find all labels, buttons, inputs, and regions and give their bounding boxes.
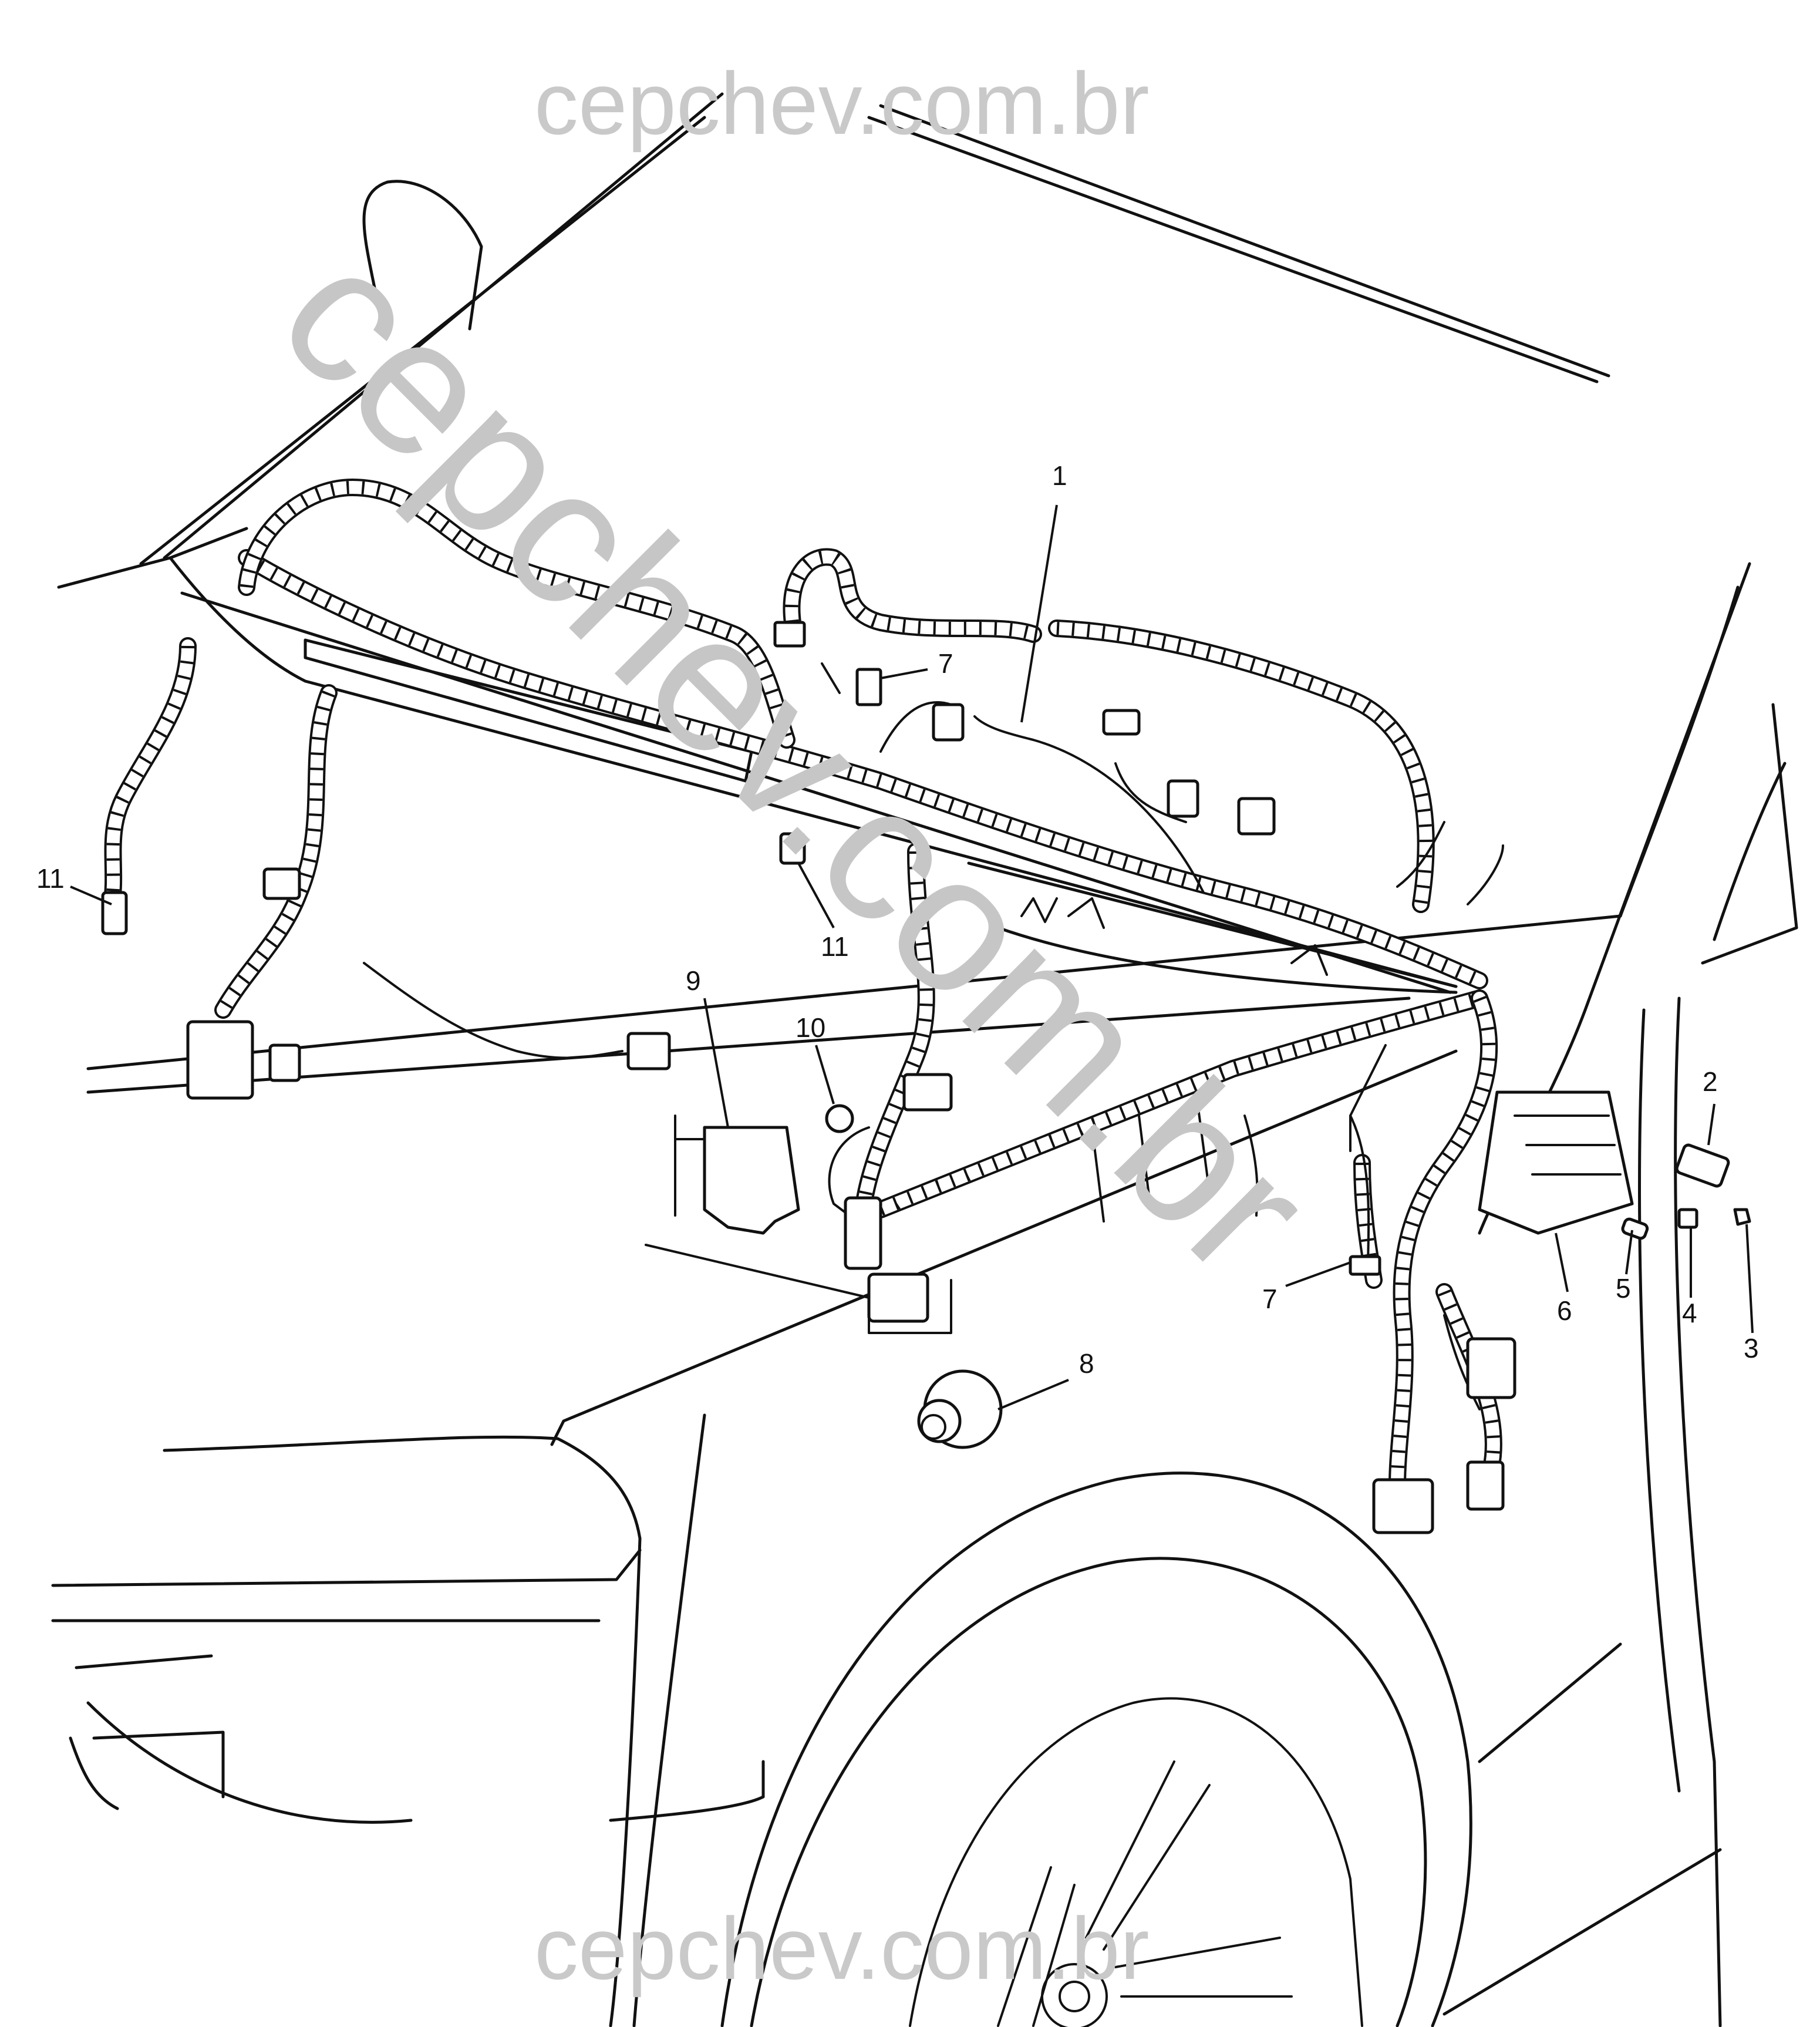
connector-lower-center xyxy=(844,1196,882,1270)
callout-11-mid: 11 xyxy=(821,931,849,962)
callout-2: 2 xyxy=(1703,1066,1718,1097)
callout-10: 10 xyxy=(796,1012,825,1043)
callout-labels: 1 2 3 4 5 6 7 7 8 9 10 11 11 xyxy=(36,460,1759,1379)
connector-lower-left xyxy=(186,1020,254,1100)
connector-7-top xyxy=(855,668,882,706)
connectors xyxy=(101,621,1751,1534)
connector-harness-clip xyxy=(902,1073,953,1112)
bracket-9 xyxy=(703,1126,800,1235)
watermark-top: cepchev.com.br xyxy=(534,54,1150,153)
callout-3: 3 xyxy=(1744,1333,1759,1363)
fuse-block-6 xyxy=(1478,1090,1634,1235)
connector-11-mid xyxy=(779,832,806,865)
callout-leaders xyxy=(70,504,1754,1410)
fuse-4 xyxy=(1677,1208,1698,1229)
front-wheel xyxy=(909,1697,1363,2027)
connector-mid-left xyxy=(626,1032,671,1070)
connector-1 xyxy=(932,703,965,742)
callout-9: 9 xyxy=(686,965,701,996)
fuse-3 xyxy=(1733,1208,1751,1226)
connector-lower-right-b xyxy=(1372,1478,1434,1534)
connector-upper-right-a xyxy=(1102,709,1141,736)
cowl-panel xyxy=(86,556,1458,1094)
engine-harness-main xyxy=(103,479,1502,1494)
fuse-2 xyxy=(1675,1143,1730,1188)
callout-7-lower: 7 xyxy=(1262,1284,1278,1314)
connector-bottom-center xyxy=(867,1272,929,1323)
callout-11-left: 11 xyxy=(36,863,65,894)
connector-upper-right-b xyxy=(1167,779,1199,818)
connector-11-left xyxy=(101,891,128,935)
relay-5 xyxy=(1621,1217,1649,1240)
callout-6: 6 xyxy=(1557,1295,1572,1326)
callout-1: 1 xyxy=(1052,460,1067,491)
watermark-diagonal: cepchev.com.br xyxy=(240,205,1351,1316)
grommet-10 xyxy=(825,1104,854,1133)
vehicle-body-outline xyxy=(51,92,1798,2027)
callout-5: 5 xyxy=(1616,1273,1631,1304)
callout-4: 4 xyxy=(1682,1298,1697,1328)
connector-lower-right-a xyxy=(1466,1337,1516,1399)
connector-small-left xyxy=(268,1043,301,1082)
connector-upper-right-c xyxy=(1237,797,1276,836)
callout-7-top: 7 xyxy=(938,648,953,679)
harness-branches xyxy=(363,662,1504,1410)
callout-8: 8 xyxy=(1079,1348,1094,1379)
connector-7-lower xyxy=(1349,1255,1381,1276)
watermark-bottom: cepchev.com.br xyxy=(534,1899,1150,1998)
connector-upper-left xyxy=(262,867,301,900)
connector-lower-right-c xyxy=(1466,1460,1505,1511)
connector-top-center xyxy=(773,621,806,648)
